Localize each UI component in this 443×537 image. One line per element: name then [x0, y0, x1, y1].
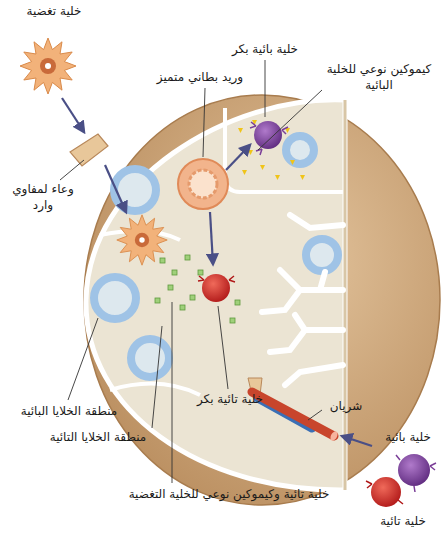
dendritic-cell-inside: [117, 215, 167, 265]
migration-arrows: [62, 98, 372, 446]
label: شريان: [324, 399, 368, 415]
dendritic-cell-outside: [20, 38, 76, 94]
label: منطقة الخلايا التائية: [36, 430, 160, 446]
naive-t-cell: [198, 274, 235, 302]
label: خلية تائية بكر: [182, 392, 278, 408]
label: وريد بطاني متميز: [150, 70, 250, 86]
circulating-cells: [366, 454, 436, 507]
b-cell-chemokine: [238, 120, 305, 180]
label: خلية تائية: [368, 514, 438, 530]
afferent-lymphatic: [70, 134, 108, 166]
label: خلية بائية: [376, 430, 440, 446]
dendritic-chemokine: [155, 255, 240, 323]
b-cell-follicles: [94, 136, 338, 377]
label: كيموكين نوعي للخلية البائية: [318, 62, 440, 93]
medullary-cords: [262, 215, 343, 385]
label: خلية تغضية: [6, 4, 102, 20]
artery: [248, 378, 339, 442]
leader-lines: [60, 60, 322, 483]
label: وعاء لمفاوي وارد: [12, 182, 74, 213]
label: منطقة الخلايا البائية: [8, 404, 130, 420]
high-endothelial-venule: [178, 159, 228, 209]
label: خلية بائية بكر: [215, 42, 315, 58]
label: خلية تائية وكيموكين نوعي للخلية التغضية: [84, 487, 374, 503]
trabeculae: [100, 108, 343, 395]
naive-b-cell: [250, 121, 288, 155]
